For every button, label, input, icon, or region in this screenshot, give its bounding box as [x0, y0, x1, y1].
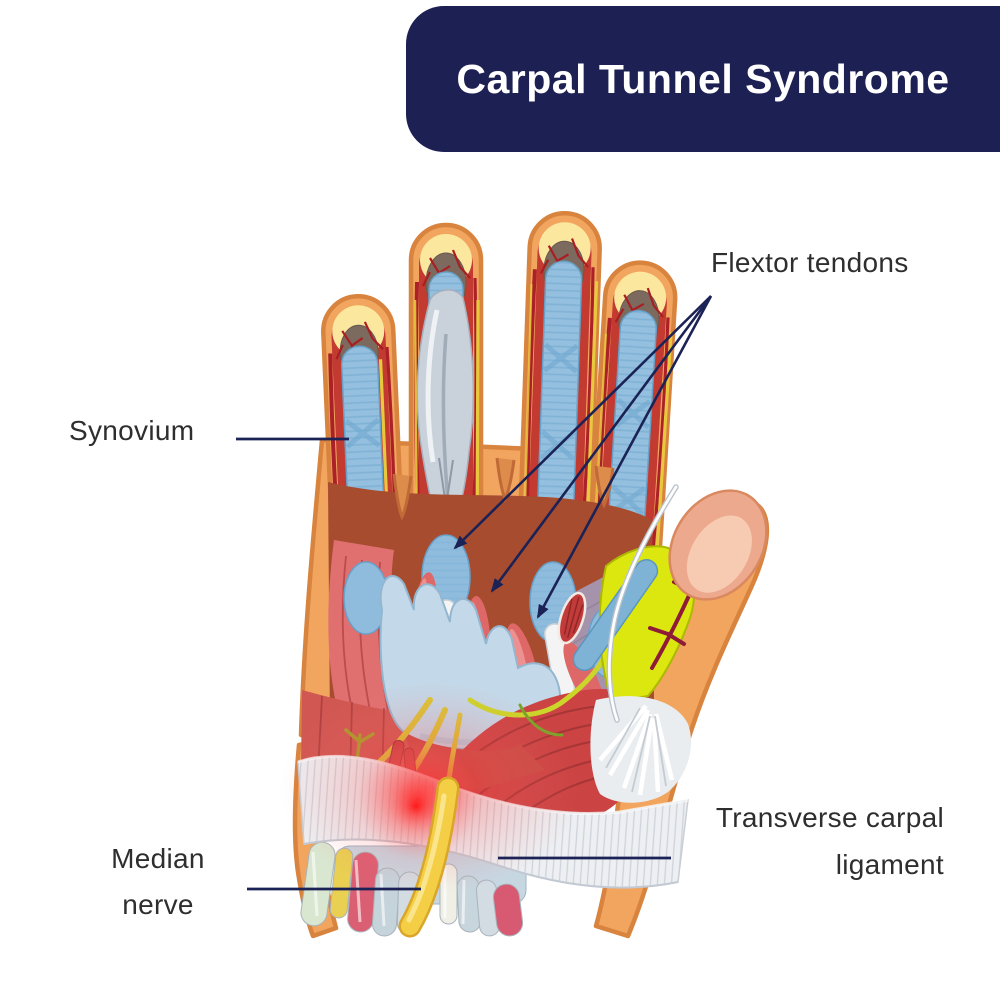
flexor-tendons-arrows [453, 295, 713, 619]
extensor-tendon-curve [606, 484, 679, 723]
interosseous-muscle [557, 591, 587, 645]
inflammation-glow [280, 683, 580, 893]
label-synovium: Synovium [69, 415, 195, 446]
carpal-tunnel-cross-section [280, 683, 689, 938]
label-median-nerve: Median nerve [111, 843, 205, 920]
label-transverse-carpal-ligament: Transverse carpal ligament [715, 802, 944, 880]
leader-lines [236, 295, 713, 891]
page-title: Carpal Tunnel Syndrome [456, 55, 950, 102]
label-flexor-tendons: Flextor tendons [711, 247, 909, 278]
median-nerve-tube [398, 776, 460, 938]
title-banner: Carpal Tunnel Syndrome [406, 6, 1000, 152]
